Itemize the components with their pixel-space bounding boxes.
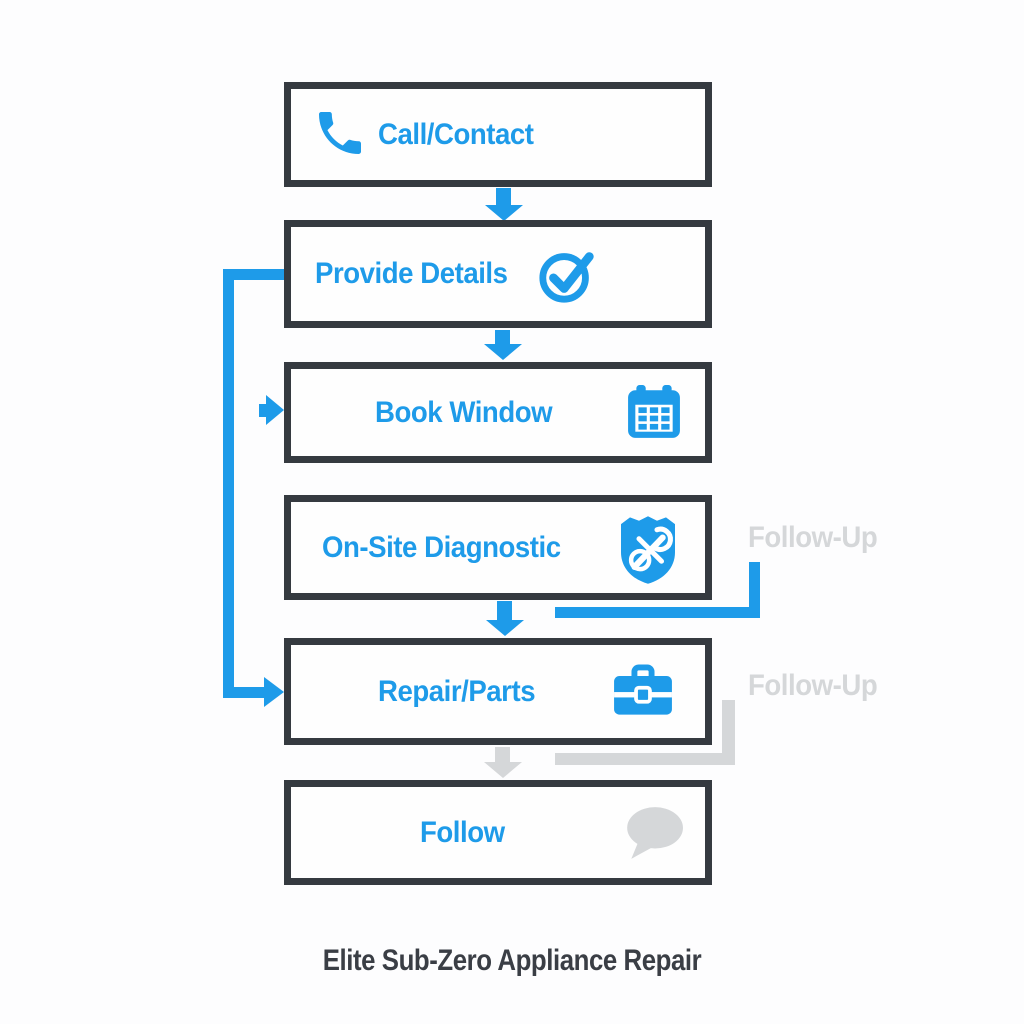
stub-tail bbox=[259, 404, 269, 417]
arrow-down-icon bbox=[484, 762, 522, 778]
loop-top-segment bbox=[223, 269, 291, 280]
arrow-down-icon bbox=[486, 620, 524, 636]
step-box-onsite-diagnostic: On-Site Diagnostic bbox=[284, 495, 712, 600]
step-box-follow: Follow bbox=[284, 780, 712, 885]
speech-bubble-icon bbox=[627, 807, 683, 859]
check-circle-icon bbox=[539, 252, 594, 303]
step-box-book-window: Book Window bbox=[284, 362, 712, 463]
arrow-down-icon bbox=[484, 344, 522, 360]
step-box-repair-parts: Repair/Parts bbox=[284, 638, 712, 745]
phone-icon bbox=[319, 112, 361, 154]
step-box-call-contact: Call/Contact bbox=[284, 82, 712, 187]
calendar-icon bbox=[628, 385, 680, 438]
followup-label-2: Follow-Up bbox=[748, 669, 878, 702]
step-label: Follow bbox=[420, 815, 505, 849]
step-label: Book Window bbox=[375, 395, 553, 429]
connector-shaft bbox=[495, 747, 510, 763]
connector-shaft bbox=[496, 188, 511, 206]
step-label: Call/Contact bbox=[378, 117, 534, 151]
elbow-vertical bbox=[749, 562, 760, 618]
connector-shaft bbox=[497, 601, 512, 621]
step-label: On-Site Diagnostic bbox=[322, 530, 561, 564]
step-box-provide-details: Provide Details bbox=[284, 220, 712, 328]
connector-shaft bbox=[495, 330, 510, 345]
toolbox-icon bbox=[614, 664, 672, 715]
arrow-right-icon bbox=[264, 677, 284, 707]
followup-label-1: Follow-Up bbox=[748, 521, 878, 554]
arrow-down-icon bbox=[485, 205, 523, 221]
elbow-vertical bbox=[722, 700, 735, 765]
step-label: Provide Details bbox=[315, 257, 508, 290]
arrow-right-icon bbox=[266, 395, 284, 425]
elbow-horizontal bbox=[555, 607, 760, 618]
shield-tools-icon bbox=[621, 516, 675, 584]
diagram-title: Elite Sub-Zero Appliance Repair bbox=[322, 944, 702, 977]
step-label: Repair/Parts bbox=[378, 674, 536, 708]
elbow-horizontal bbox=[555, 753, 735, 765]
loop-bottom-segment bbox=[223, 687, 265, 698]
loop-vertical-segment bbox=[223, 269, 234, 698]
